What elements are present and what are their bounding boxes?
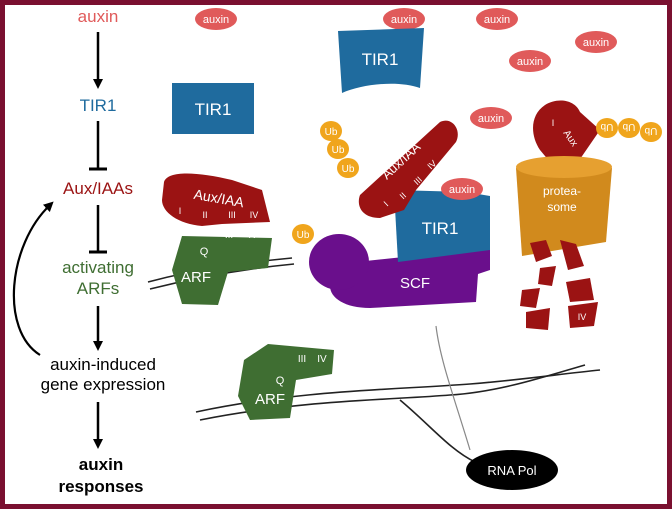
ub-text: Ub (644, 125, 657, 136)
ub-tag: Ub (618, 118, 640, 138)
protein-fragment (568, 302, 598, 328)
ub-text: Ub (342, 164, 355, 175)
auxin-molecule: auxin (470, 107, 512, 129)
connector-line (435, 325, 471, 451)
pathway-responses-label-1: auxin (79, 455, 123, 474)
ub-text: Ub (297, 230, 310, 241)
auxiaa-domain-i: I (552, 118, 555, 128)
auxin-text: auxin (449, 184, 475, 196)
auxin-text: auxin (203, 14, 229, 26)
arf-domain-iii: III (298, 354, 306, 365)
tir1-receptor: TIR1 (394, 190, 490, 262)
scf-complex: SCF (309, 234, 490, 308)
auxiaa-domain-iv: IV (250, 210, 259, 220)
auxin-molecule: auxin (195, 8, 237, 30)
pathway-tir1-label: TIR1 (80, 96, 117, 115)
ub-text: Ub (332, 145, 345, 156)
arf-domain-iii: III (225, 230, 233, 241)
auxin-text: auxin (484, 14, 510, 26)
scf-text: SCF (400, 275, 430, 292)
pathway-auxin-label: auxin (78, 7, 119, 26)
rna-polymerase: RNA Pol (466, 450, 558, 490)
auxin-molecule: auxin (509, 50, 551, 72)
rna-pol-text: RNA Pol (487, 463, 536, 478)
tir1-receptor: TIR1 (338, 28, 424, 93)
auxin-text: auxin (391, 14, 417, 26)
arf-text: ARF (255, 391, 285, 408)
proteasome: protea- some (516, 156, 612, 256)
auxiaa-domain-ii: II (202, 210, 207, 220)
tir1-text: TIR1 (362, 50, 399, 69)
tir1-receptor: TIR1 (172, 83, 254, 134)
ub-tag: Ub (337, 158, 359, 178)
arf-domain-iv: IV (317, 354, 327, 365)
auxin-text: auxin (583, 37, 609, 49)
auxin-molecule: auxin (383, 8, 425, 30)
protein-fragment (560, 240, 584, 270)
fragment-domain-iv: IV (578, 312, 587, 322)
arf-text: ARF (181, 269, 211, 286)
tir1-text: TIR1 (195, 100, 232, 119)
protein-fragment (526, 308, 550, 330)
auxiaa-protein: Aux I (533, 100, 600, 162)
arf-domain-iv: IV (248, 230, 258, 241)
ub-text: Ub (600, 121, 613, 132)
arf-protein: Q III IV ARF (238, 344, 334, 420)
ub-tag: Ub (320, 121, 342, 141)
auxiaa-domain-ii: II (398, 190, 408, 201)
ub-tag: Ub (292, 224, 314, 244)
degraded-fragments: IV (520, 240, 598, 330)
protein-fragment (538, 266, 556, 286)
ub-tag: Ub (640, 122, 662, 142)
auxiaa-domain-i: I (179, 206, 182, 216)
ub-text: Ub (622, 121, 635, 132)
mrna-strand (399, 399, 476, 463)
pathway-auxiaa-label: Aux/IAAs (63, 179, 133, 198)
ub-tag: Ub (327, 139, 349, 159)
pathway-expression-label-2: gene expression (41, 375, 166, 394)
feedback-arrow (12, 201, 54, 356)
arf-domain-q: Q (276, 375, 285, 387)
auxin-text: auxin (478, 113, 504, 125)
pathway-responses-label-2: responses (58, 477, 143, 496)
protein-fragment (520, 288, 540, 308)
proteasome-text-2: some (547, 200, 577, 214)
pathway-column: auxin TIR1 Aux/IAAs activating ARFs auxi… (12, 7, 166, 496)
auxiaa-domain-iii: III (228, 210, 236, 220)
pathway-arfs-label: ARFs (77, 279, 120, 298)
pathway-activating-label: activating (62, 258, 134, 277)
auxiaa-domain-i: I (382, 199, 391, 208)
auxin-molecule: auxin (476, 8, 518, 30)
arf-domain-q: Q (200, 246, 209, 258)
proteasome-text-1: protea- (543, 184, 581, 198)
ub-tag: Ub (596, 118, 618, 138)
protein-fragment (530, 240, 552, 262)
ub-text: Ub (325, 127, 338, 138)
auxin-molecule: auxin (575, 31, 617, 53)
auxiaa-protein: Aux/IAA I II III IV (162, 173, 270, 226)
auxin-text: auxin (517, 56, 543, 68)
arf-protein: Q III IV ARF (172, 230, 272, 305)
pathway-expression-label-1: auxin-induced (50, 355, 156, 374)
protein-fragment (566, 278, 594, 302)
tir1-text: TIR1 (422, 219, 459, 238)
auxin-molecule: auxin (441, 178, 483, 200)
